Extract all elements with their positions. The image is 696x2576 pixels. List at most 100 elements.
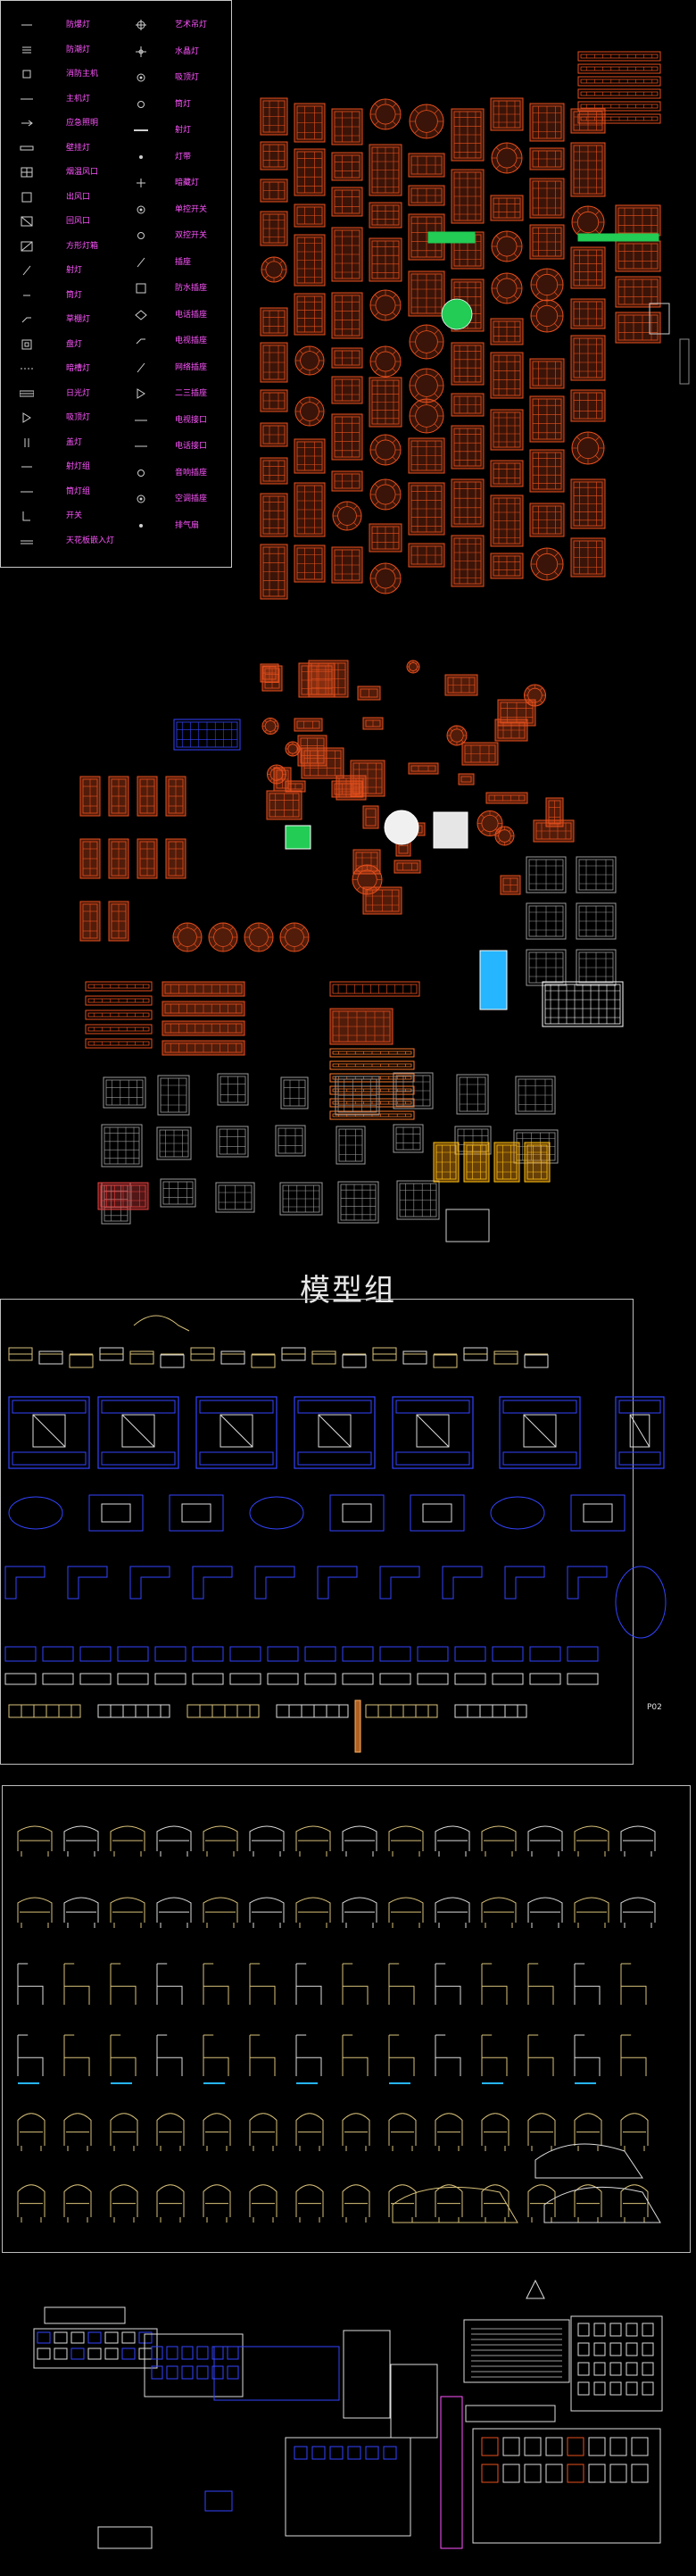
sofa-plan (42, 1646, 74, 1662)
triangle-icon (134, 388, 148, 399)
carved-panel (577, 88, 661, 99)
sofa-set-outline (615, 1396, 665, 1469)
sofa-back (12, 1400, 87, 1414)
round-table (8, 1496, 63, 1530)
sheet-cell (104, 2347, 119, 2360)
dining-set (329, 1494, 385, 1532)
armchair-outline (17, 2113, 46, 2146)
round-carving-spoke (434, 423, 439, 428)
round-carving-spoke (497, 840, 501, 843)
round-carving-spoke (301, 943, 305, 948)
legend-label: 网络插座 (175, 362, 208, 372)
round-carving-spoke (495, 235, 501, 240)
armchair-outline (435, 2113, 463, 2146)
round-carving-spoke (374, 567, 379, 572)
round-carving-spoke (554, 553, 559, 557)
sofa-plan (117, 1673, 149, 1685)
round-carving-spoke (434, 393, 439, 398)
carved-panel-inner (262, 310, 286, 334)
legend-row: 射灯组 (0, 461, 230, 479)
legend-row: 网络插座 (0, 362, 230, 380)
carved-panel (275, 1125, 306, 1157)
round-carving-spoke (513, 146, 518, 152)
sofa-plan (529, 1646, 561, 1662)
sheet-cell (626, 2381, 638, 2396)
carved-panel (396, 1180, 440, 1220)
sheet-cell (545, 2437, 563, 2456)
round-carving-spoke (526, 687, 531, 691)
ring-icon (134, 72, 148, 83)
legend-label: 开关 (66, 511, 83, 520)
side-chair (481, 2034, 508, 2076)
sofa-plan (342, 1646, 374, 1662)
carved-panel (331, 376, 363, 404)
bar-icon (20, 143, 34, 154)
sheet-cell (227, 2365, 239, 2380)
sheet-cell (54, 2347, 68, 2360)
sofa-plan (42, 1673, 74, 1685)
sofa-set-outline (195, 1396, 278, 1469)
carved-panel (577, 51, 661, 62)
round-carving-spoke (576, 436, 581, 441)
round-carving-spoke (295, 752, 298, 754)
round-carving-spoke (450, 739, 453, 743)
carved-panel (157, 1075, 190, 1116)
round-carving-spoke (374, 368, 379, 373)
armchair-outline (620, 1825, 656, 1851)
legend-row: 排气扇 (0, 520, 230, 538)
round-carving-spoke (287, 752, 290, 754)
sofa-plan (154, 1646, 186, 1662)
round-carving-spoke (576, 229, 581, 234)
table-diagonal (629, 1414, 650, 1448)
side-chair (156, 2034, 183, 2076)
carved-panel-inner (300, 737, 325, 764)
round-carving-spoke (480, 814, 485, 819)
carved-panel-inner (338, 777, 364, 798)
round-carving-spoke (265, 943, 269, 948)
carved-panel (615, 204, 661, 237)
armchair-outline (527, 1825, 563, 1851)
sheet-cell (609, 2464, 627, 2483)
side-chair (388, 1963, 415, 2005)
side-chair (17, 1963, 44, 2005)
armchair-outline (110, 1897, 145, 1923)
round-bed (615, 1566, 667, 1639)
round-carving-spoke (416, 669, 418, 672)
coffee-table (318, 1414, 352, 1448)
table-diagonal (121, 1414, 155, 1448)
l-sofa (567, 1566, 608, 1600)
armchair-outline (388, 1825, 424, 1851)
armchair-outline (481, 2113, 510, 2146)
round-carving-spoke (374, 456, 379, 461)
round-carving-spoke (392, 585, 397, 590)
round-carving-spoke (392, 103, 397, 108)
green-panel (285, 825, 311, 850)
side-chair (435, 2034, 461, 2076)
armchair-outline (63, 2184, 92, 2217)
round-carving-spoke (265, 927, 269, 931)
magenta-column (440, 2396, 463, 2549)
carved-panel (577, 76, 661, 87)
legend-row: 单控开关 (0, 204, 230, 222)
diagonal-icon (20, 241, 34, 252)
legend-label: 消防主机 (66, 70, 99, 79)
sheet-cell (70, 2331, 85, 2344)
armchair-outline (295, 2113, 324, 2146)
sheet-cell (502, 2437, 520, 2456)
round-carving-spoke (374, 501, 379, 506)
side-chair (574, 1963, 601, 2005)
sofa-set-outline (97, 1396, 179, 1469)
round-carving-spoke (480, 828, 485, 833)
sofa-set-outline (8, 1396, 90, 1469)
carved-panel (279, 1182, 323, 1216)
round-carving-spoke (280, 767, 284, 770)
carved-panel (576, 902, 617, 940)
round-carving-spoke (392, 294, 397, 299)
legend-label: 筒灯组 (66, 486, 91, 496)
sofa-elevation (493, 1350, 518, 1365)
carved-panel (329, 981, 420, 997)
round-carving-spoke (264, 729, 268, 733)
sofa-front (12, 1451, 87, 1466)
round-table (490, 1496, 545, 1530)
armchair-outline (63, 1825, 99, 1851)
